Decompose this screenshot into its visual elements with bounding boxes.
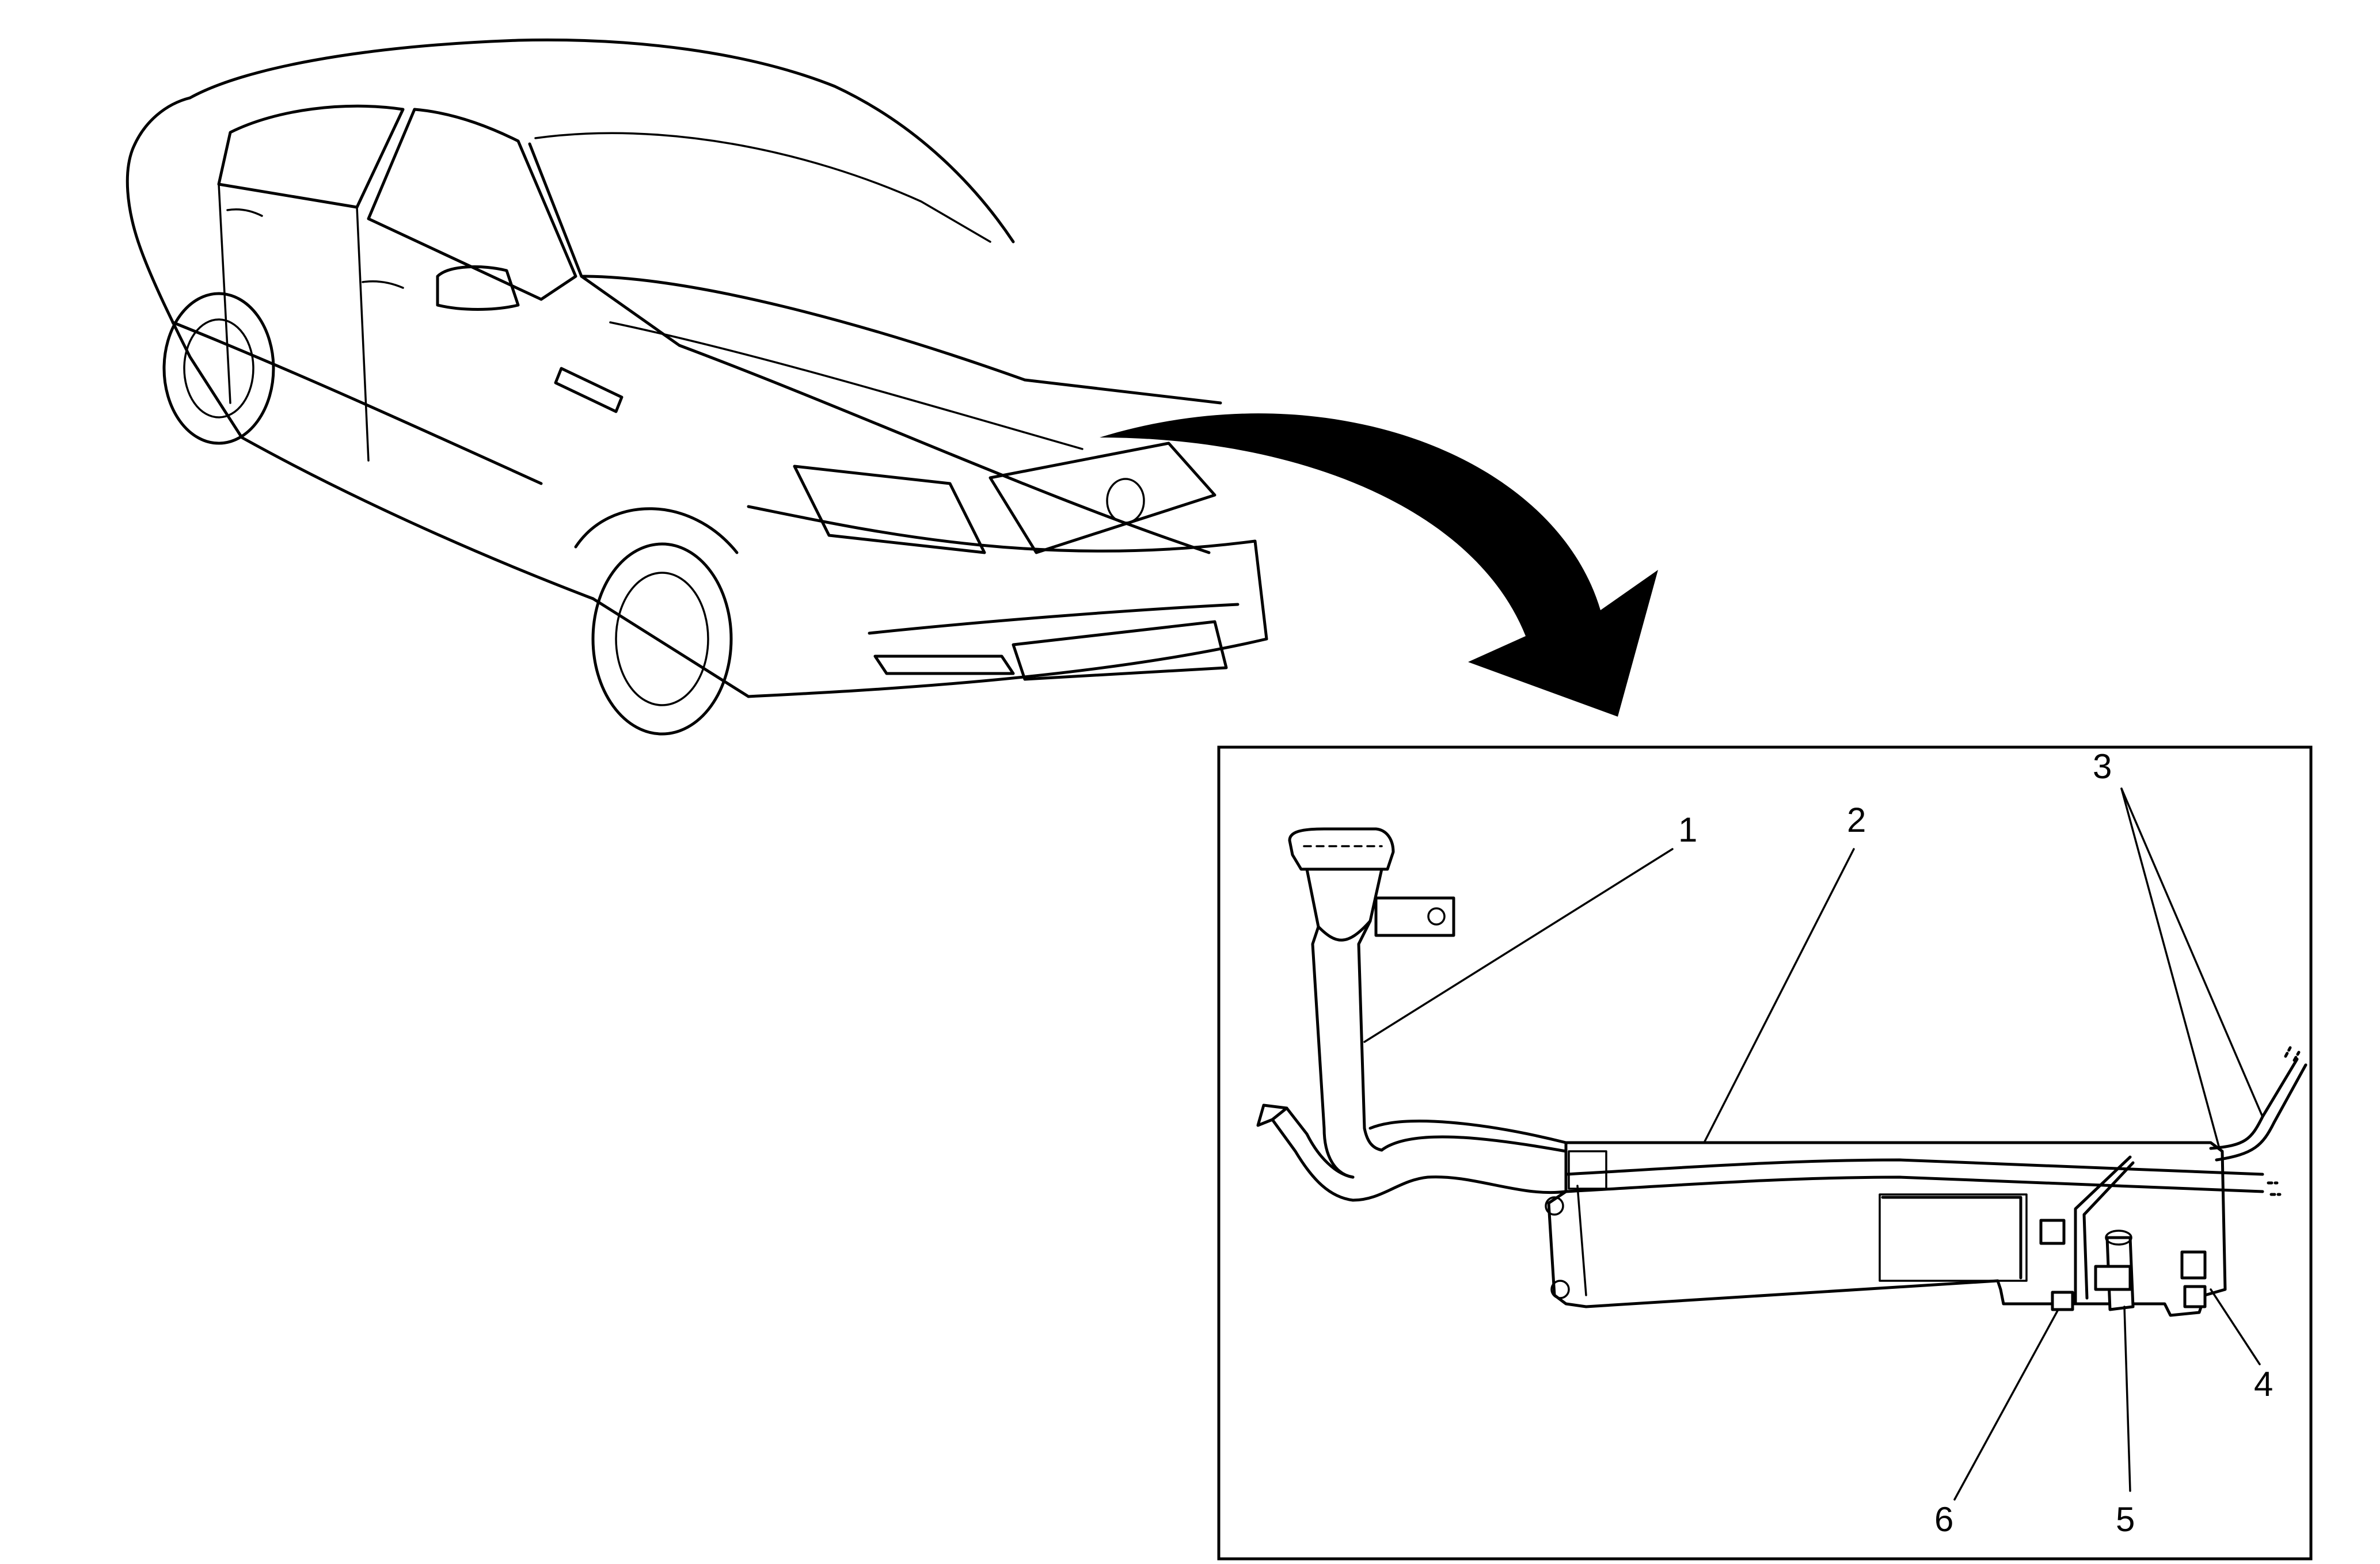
detail-frame: [1217, 745, 2313, 1561]
callout-1: 1: [1678, 810, 1697, 849]
callout-5: 5: [2116, 1500, 2135, 1539]
callout-labels: 1 2 3 4 5 6: [1678, 747, 2273, 1539]
callout-3: 3: [2093, 747, 2112, 786]
callout-2: 2: [1847, 801, 1866, 839]
sedan-front-three-quarter-icon: [126, 38, 1268, 736]
leader-lines: [1363, 787, 2264, 1501]
washer-reservoir-assembly-icon: [1256, 827, 2307, 1317]
curved-arrow-icon: [1100, 413, 1658, 717]
callout-4: 4: [2254, 1365, 2273, 1403]
callout-6: 6: [1934, 1500, 1953, 1539]
